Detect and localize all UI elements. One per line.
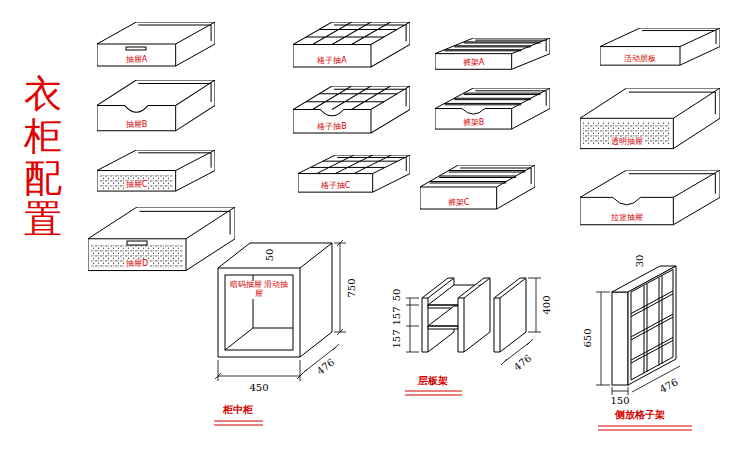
drawer	[298, 155, 410, 192]
dimension-lines	[596, 292, 680, 395]
dimension-lines	[406, 278, 541, 365]
dimension-label: 450	[249, 383, 268, 393]
tray	[580, 170, 720, 225]
caption-underline	[214, 421, 263, 425]
drawer-texture	[99, 174, 173, 189]
tray	[600, 28, 720, 65]
dimension-label: 30	[635, 255, 645, 268]
drawer	[293, 22, 410, 67]
part-label: 透明抽屉	[610, 138, 644, 147]
drawer-front: 格子抽B	[293, 112, 371, 133]
rack-panel	[494, 278, 526, 352]
drawer-handle	[127, 241, 147, 245]
dimension-label: 50	[392, 289, 402, 302]
drawer-grid	[310, 155, 397, 174]
dimension-label: 50	[265, 249, 275, 262]
dimension-lines	[215, 240, 346, 381]
dimension-label: 150	[610, 396, 629, 406]
drawer-front: 裤架C	[420, 187, 497, 209]
drawer	[420, 165, 535, 209]
dimension-label: 476	[512, 353, 533, 373]
part-label: 抽屉A	[125, 56, 148, 65]
caption-label: 柜中柜	[223, 405, 253, 415]
drawer-front: 裤架B	[435, 112, 512, 129]
part-label: 格子抽C	[320, 182, 352, 191]
drawer	[97, 150, 215, 191]
cabinet-body	[218, 243, 332, 357]
drawer	[435, 38, 550, 69]
trouser-rods	[430, 171, 526, 184]
part-label: 裤架A	[462, 59, 485, 68]
drawer	[88, 207, 235, 271]
drawer	[435, 88, 550, 129]
drawer	[580, 88, 720, 149]
trouser-rods	[445, 42, 541, 51]
drawer	[97, 22, 215, 66]
part-label: 格子抽A	[316, 57, 347, 66]
drawer-front: 透明抽屉	[580, 118, 673, 148]
vertical-title: 衣柜配置	[24, 74, 62, 241]
drawer-front: 格子抽A	[293, 45, 371, 67]
drawer-front: 拉篮抽屉	[580, 202, 673, 224]
drawer	[293, 86, 410, 133]
cabinet-opening	[225, 275, 293, 350]
drawer-texture	[91, 245, 183, 268]
drawer-grid	[306, 86, 397, 109]
part-label: 抽屉C	[125, 181, 149, 190]
cabinet-inner	[225, 275, 293, 350]
part-label: 抽屉B	[125, 121, 149, 130]
dimension-label: 400	[542, 295, 552, 314]
drawer-front: 活动层板	[600, 47, 680, 65]
part-label: 格子抽B	[316, 123, 348, 132]
part-label: 裤架C	[447, 199, 471, 208]
rack-panel	[458, 278, 490, 352]
caption-underline	[598, 426, 692, 430]
caption-label: 层板架	[418, 376, 448, 386]
drawer-front: 抽屉C	[97, 171, 176, 191]
drawer-front: 暗码抽屉 滑动抽屉	[226, 278, 292, 312]
dimension-label: 157	[392, 306, 402, 325]
caption-underline	[405, 391, 462, 395]
trouser-rods	[445, 93, 541, 105]
drawer-front: 抽屉D	[88, 239, 186, 270]
part-label: 暗码抽屉 滑动抽屉	[226, 281, 292, 299]
part-label: 裤架B	[462, 119, 486, 128]
drawer-handle	[126, 47, 146, 50]
dimension-label: 750	[347, 278, 357, 297]
drawer-front: 抽屉B	[97, 107, 176, 131]
drawer-grid	[306, 22, 397, 44]
dimension-label: 650	[583, 328, 593, 347]
part-label: 活动层板	[623, 55, 657, 64]
part-label: 拉篮抽屉	[610, 214, 644, 223]
grid-dividers	[631, 270, 673, 381]
dimension-label: 157	[392, 329, 402, 348]
drawer-front: 抽屉A	[97, 44, 176, 66]
part-label: 抽屉D	[125, 260, 149, 269]
drawer-front: 裤架A	[435, 54, 512, 69]
dimension-label: 476	[658, 377, 680, 395]
drawer	[97, 80, 215, 131]
grid-rack-front	[612, 292, 628, 385]
grid-rack-side	[628, 266, 676, 385]
drawer-front: 格子抽C	[298, 174, 373, 192]
caption-label: 侧放格子架	[615, 410, 665, 420]
